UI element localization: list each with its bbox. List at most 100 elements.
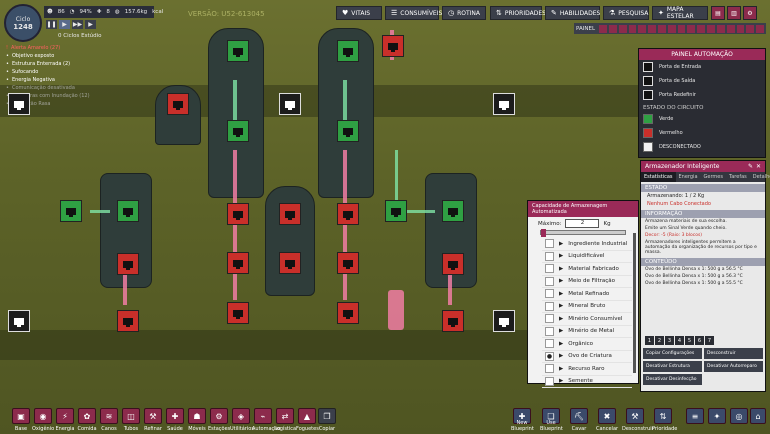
tool-extra-button[interactable]: ✦ [708,408,726,424]
black-port[interactable] [279,93,301,115]
red-port[interactable] [442,253,464,275]
red-port[interactable] [279,203,301,225]
page-button[interactable]: 2 [655,336,664,345]
red-port[interactable] [117,253,139,275]
speed-2-button[interactable]: ▶▶ [72,20,83,29]
checkbox[interactable] [545,339,554,349]
overlay-button[interactable] [608,24,617,33]
starmap-button[interactable]: ✦MAPA ESTELAR [652,6,708,20]
alert-item[interactable]: •Decepção Rasa [6,100,96,108]
page-button[interactable]: 5 [685,336,694,345]
filter-item[interactable]: ▶Minério Consumível [542,313,632,326]
consumables-button[interactable]: ☰CONSUMÍVEIS [385,6,442,20]
overlay-button[interactable] [657,24,666,33]
filter-item[interactable]: ▶Metal Refinado [542,288,632,301]
black-port[interactable] [8,93,30,115]
codex-button[interactable]: ▤ [711,6,725,20]
filter-item[interactable]: ▶Ingrediente Industrial [542,238,632,251]
green-port[interactable] [337,40,359,62]
alert-item[interactable]: •Sufocando [6,69,39,75]
priority-tool-button[interactable]: ⇅ [654,408,672,424]
overlay-button[interactable] [677,24,686,33]
overlay-button[interactable] [746,24,755,33]
checkbox[interactable] [545,289,554,299]
expand-icon[interactable]: ▶ [559,290,564,297]
page-button[interactable]: 1 [645,336,654,345]
expand-icon[interactable]: ▶ [559,340,564,347]
new-blueprint-button[interactable]: ✚ [513,408,531,424]
overlay-button[interactable] [687,24,696,33]
cancel-tool-button[interactable]: ✖ [598,408,616,424]
red-port[interactable] [227,203,249,225]
green-port[interactable] [60,200,82,222]
edit-icon[interactable]: ✎ [747,163,753,170]
page-button[interactable]: 4 [675,336,684,345]
use-blueprint-button[interactable]: ❏ [542,408,560,424]
tab-stats[interactable]: Estatísticas [641,172,676,182]
overlay-button[interactable] [707,24,715,33]
filter-item[interactable]: ▶Meio de Filtração [542,276,632,288]
checkbox[interactable] [545,364,554,374]
red-port[interactable] [227,302,249,324]
alert-item[interactable]: •Energia Negativa [6,77,55,83]
build-ventilation-button[interactable]: ◫ [122,408,140,424]
overlay-button[interactable] [638,24,647,33]
overlay-button[interactable] [648,24,656,33]
overlay-button[interactable] [716,24,725,33]
deconstruct-tool-button[interactable]: ⚒ [626,408,644,424]
expand-icon[interactable]: ▶ [559,365,564,372]
build-furniture-button[interactable]: ☗ [188,408,206,424]
checkbox[interactable] [545,314,554,324]
overlay-button[interactable] [628,24,637,33]
filter-item[interactable]: ▶Semente [542,376,632,388]
filter-item[interactable]: ▶Minério de Metal [542,326,632,338]
filter-item[interactable]: ▶Mineral Bruto [542,301,632,313]
filter-item[interactable]: ▶Material Fabricado [542,263,632,276]
build-utilities-button[interactable]: ◈ [232,408,250,424]
close-icon[interactable]: ✕ [755,163,761,170]
build-refine-button[interactable]: ⚒ [144,408,162,424]
green-port[interactable] [227,40,249,62]
tool-extra-button[interactable]: ⌂ [750,408,766,424]
red-port[interactable] [167,93,189,115]
alert-item[interactable]: •Estruturas com Inundação (12) [6,92,96,100]
alert-item[interactable]: •Comunicação desativada [6,85,75,91]
expand-icon[interactable]: ▶ [559,328,564,335]
expand-icon[interactable]: ▶ [559,378,564,385]
copy-building-button[interactable]: ❐ [318,408,336,424]
alert-item[interactable]: •Objetivo exposto [6,53,55,59]
filter-item[interactable]: ●▶Ovo de Criatura [542,351,632,363]
skills-button[interactable]: ✎HABILIDADES [545,6,600,20]
cycle-dial[interactable]: Ciclo 1248 [4,4,42,42]
alert-item[interactable]: !Alerta Amarelo (27) [6,45,61,51]
checkbox-checked[interactable]: ● [545,351,554,361]
green-port[interactable] [117,200,139,222]
green-port[interactable] [385,200,407,222]
schedule-button[interactable]: ◷ROTINA [442,6,486,20]
red-port[interactable] [227,252,249,274]
speed-1-button[interactable]: ▶ [59,20,70,29]
overlay-button[interactable] [726,24,735,33]
red-port[interactable] [337,252,359,274]
filter-item[interactable]: ▶Liquidificável [542,251,632,263]
build-shipping-button[interactable]: ⇄ [276,408,294,424]
checkbox[interactable] [545,326,554,336]
checkbox[interactable] [545,264,554,274]
red-port[interactable] [337,302,359,324]
black-port[interactable] [493,310,515,332]
overlay-button[interactable] [736,24,745,33]
copy-settings-button[interactable]: Copiar Configurações [643,348,702,359]
black-port[interactable] [8,310,30,332]
green-port[interactable] [442,200,464,222]
settings-button[interactable]: ⚙ [743,6,757,20]
slider-handle[interactable] [541,229,546,237]
checkbox[interactable] [545,376,554,386]
deconstruct-button[interactable]: Desconstruir [704,348,763,359]
tab-details[interactable]: Detalhes [752,174,770,180]
build-power-button[interactable]: ⚡ [56,408,74,424]
vitals-button[interactable]: ♥VITAIS [336,6,382,20]
filter-scrollbar[interactable] [633,233,636,373]
priorities-button[interactable]: ⇅PRIORIDADES [490,6,546,20]
build-rockets-button[interactable]: ▲ [298,408,316,424]
